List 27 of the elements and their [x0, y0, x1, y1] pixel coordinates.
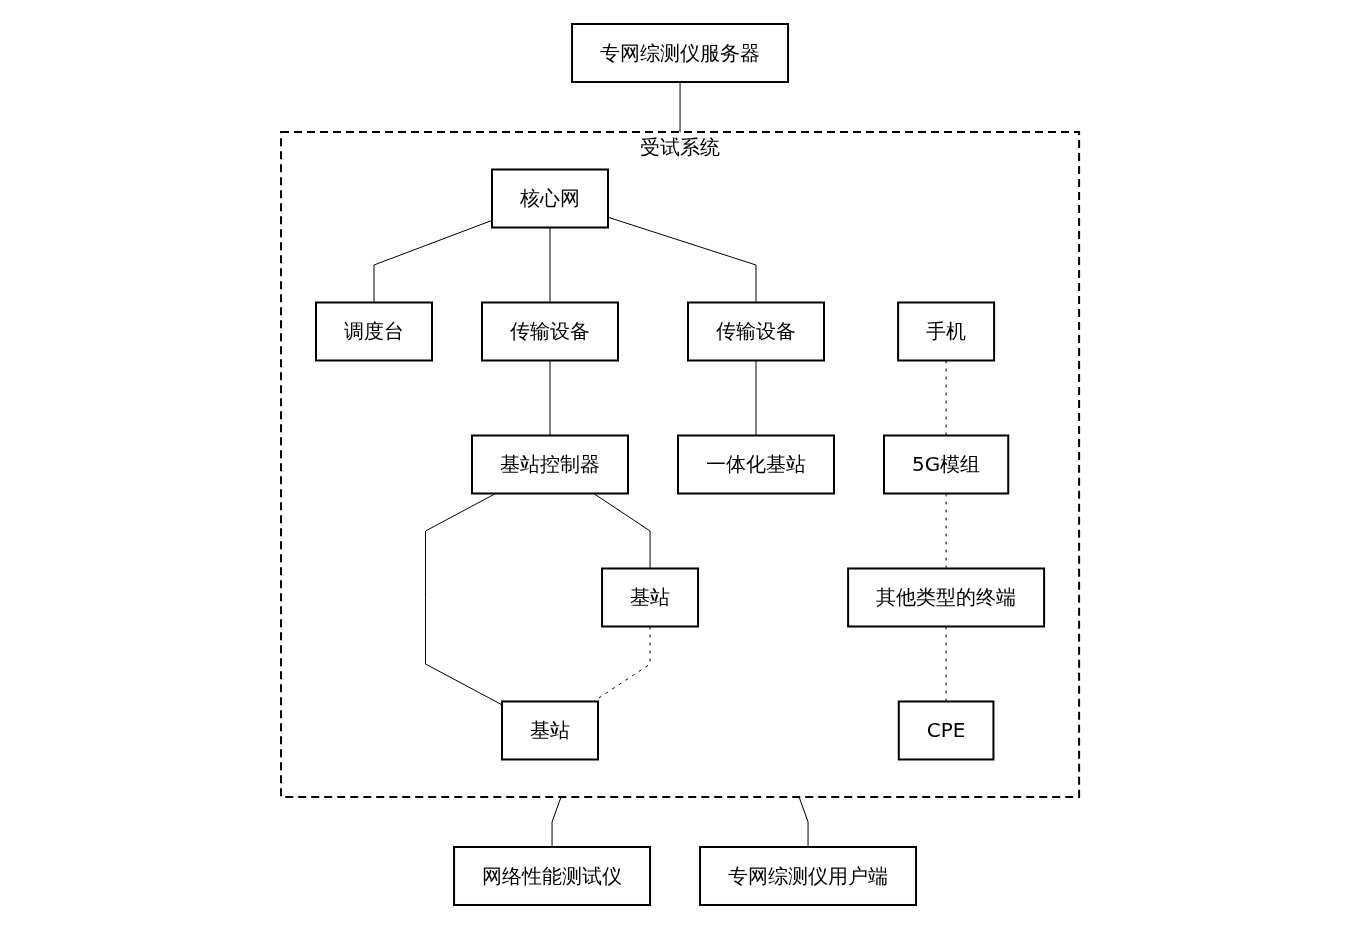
- node-box: 一体化基站: [677, 434, 836, 495]
- node-box: 其他类型的终端: [847, 567, 1046, 628]
- node-box: 基站: [501, 700, 600, 761]
- connector: [946, 360, 948, 436]
- node-box: 传输设备: [481, 301, 620, 362]
- connector: [946, 493, 948, 569]
- node-box: 专网综测仪用户端: [699, 846, 918, 906]
- node-box: 基站: [601, 567, 700, 628]
- node-box: CPE: [898, 700, 995, 761]
- node-box: 网络性能测试仪: [453, 846, 652, 906]
- connector: [549, 227, 551, 303]
- node-box: 基站控制器: [471, 434, 630, 495]
- connector: [680, 81, 681, 133]
- connector: [552, 796, 562, 848]
- node-box: 5G模组: [883, 434, 1010, 495]
- connector: [549, 360, 551, 436]
- node-box: 专网综测仪服务器: [571, 23, 790, 83]
- connector: [373, 219, 493, 303]
- connector: [799, 796, 809, 848]
- connector: [425, 493, 503, 706]
- connector: [755, 360, 757, 436]
- connector: [946, 626, 948, 702]
- node-box: 手机: [897, 301, 996, 362]
- node-box: 传输设备: [687, 301, 826, 362]
- node-box: 核心网: [491, 168, 610, 229]
- connector: [593, 493, 651, 569]
- node-box: 调度台: [315, 301, 434, 362]
